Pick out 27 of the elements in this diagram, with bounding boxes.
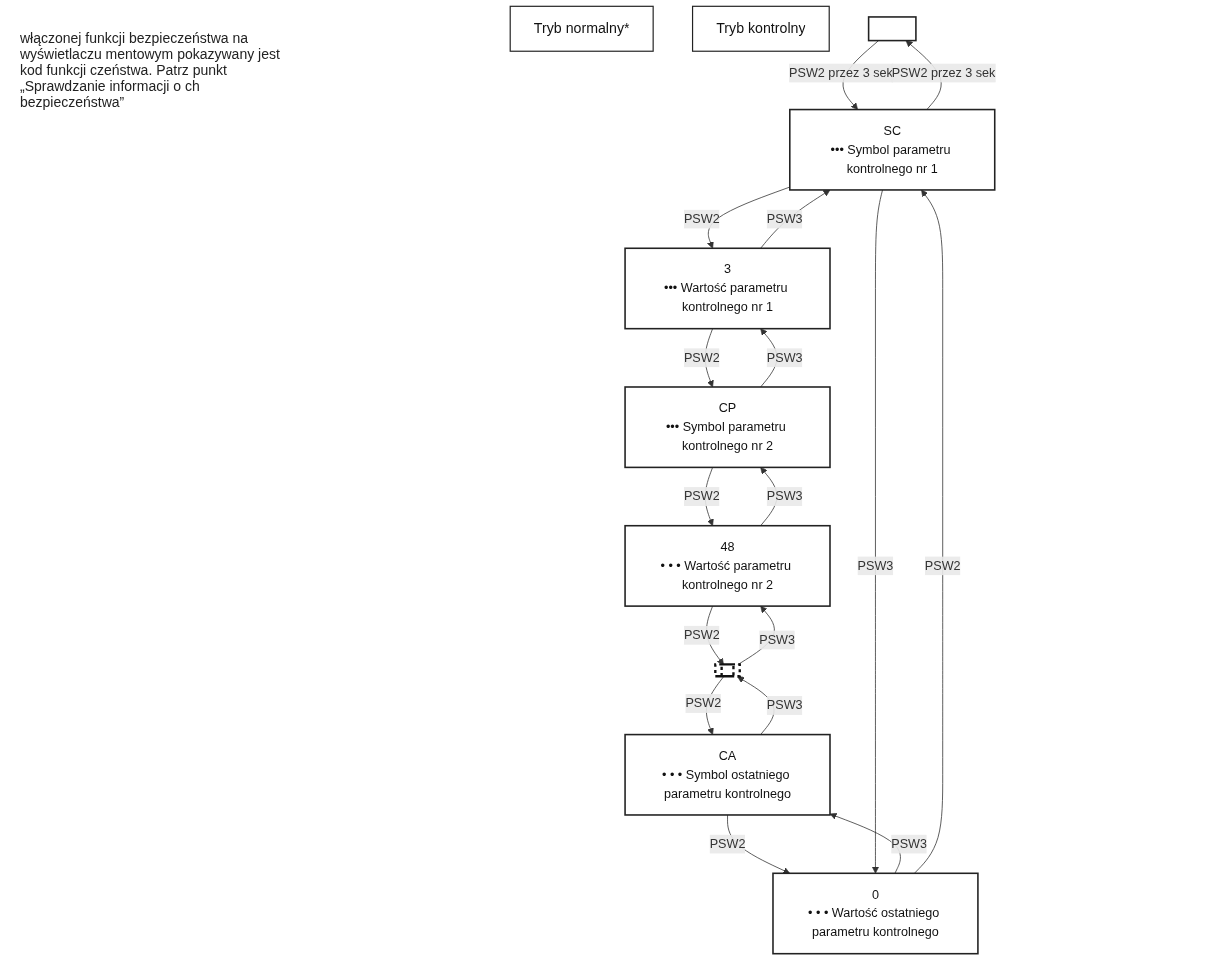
edge-label: PSW2: [684, 628, 720, 642]
edge-label: PSW3: [857, 558, 894, 573]
edge-label: PSW3: [766, 212, 803, 226]
edge-label: PSW3: [759, 632, 796, 647]
edge-label: PSW2: [685, 696, 722, 710]
note-text: włączonej funkcji bezpieczeństwa na wyświetlaczu mentowym pokazywany jest kod funkcji czeństwa. Patrz punkt „Sprawdzanie informacji o ch bezpieczeństwa”: [20, 30, 280, 110]
edge-label: PSW3: [766, 350, 803, 365]
edge-label: PSW2: [684, 489, 720, 503]
edge-label: PSW3: [766, 698, 803, 712]
edge-label: PSW2: [684, 212, 720, 226]
edge-label: PSW2: [709, 837, 746, 851]
node-bar: [714, 663, 742, 678]
node-box: Tryb kontrolny: [692, 5, 830, 52]
node-box: CP ••• Symbol parametru kontrolnego nr 2: [624, 386, 831, 469]
edge-label: PSW2 przez 3 sek: [789, 65, 894, 80]
node-box: 0 • • • Wartość ostatniego parametru kontrolnego: [772, 872, 979, 955]
edge-label: PSW2: [925, 558, 961, 573]
node-box: SC ••• Symbol parametru kontrolnego nr 1: [789, 108, 996, 191]
node-box: [868, 16, 917, 42]
node-box: 48 • • • Wartość parametru kontrolnego nr 2: [624, 524, 831, 607]
edge-label: PSW2 przez 3 sek: [891, 65, 996, 80]
edge-label: PSW3: [891, 837, 928, 851]
edge-label: PSW2: [684, 350, 720, 365]
node-box: CA • • • Symbol ostatniego parametru kontrolnego: [624, 733, 831, 816]
edge-label: PSW3: [766, 489, 803, 503]
node-box: Tryb normalny*: [509, 5, 654, 52]
node-box: 3 ••• Wartość parametru kontrolnego nr 1: [624, 247, 831, 330]
